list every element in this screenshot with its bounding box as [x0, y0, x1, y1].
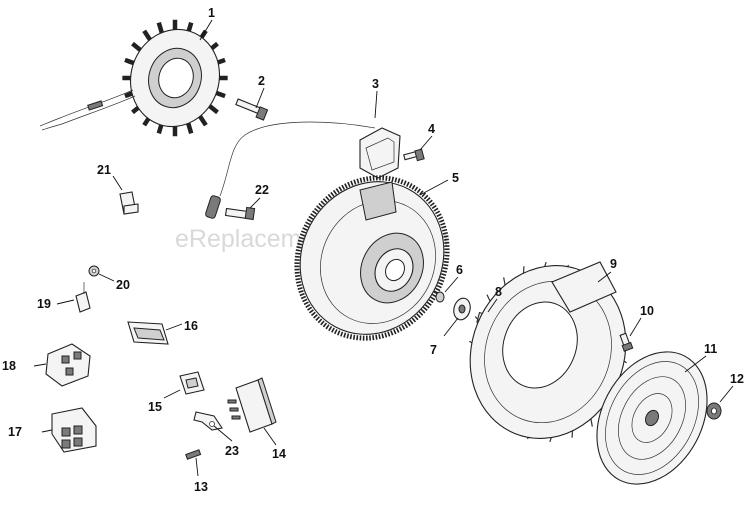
insulator-part[interactable]	[127, 321, 169, 345]
callout-6: 6	[456, 263, 463, 277]
screw-10-part[interactable]	[619, 332, 634, 352]
callout-12: 12	[730, 372, 744, 386]
callout-4: 4	[428, 122, 435, 136]
spark-plug-part[interactable]	[224, 206, 256, 221]
fan-part[interactable]	[445, 242, 652, 462]
callout-17: 17	[8, 425, 22, 439]
callout-14: 14	[272, 447, 286, 461]
nut-12-part[interactable]	[706, 402, 722, 420]
callout-20: 20	[116, 278, 130, 292]
clip-21-part[interactable]	[119, 191, 139, 215]
callout-7: 7	[430, 343, 437, 357]
callout-2: 2	[258, 74, 265, 88]
connector-18-part[interactable]	[45, 343, 91, 387]
flywheel-part[interactable]	[269, 151, 475, 364]
screen-part[interactable]	[575, 333, 729, 504]
stator-part[interactable]	[39, 18, 232, 138]
connector-15-part[interactable]	[179, 371, 205, 395]
callout-15: 15	[148, 400, 162, 414]
callout-18: 18	[2, 359, 16, 373]
leader-lines	[33, 19, 734, 477]
bracket-23-part[interactable]	[193, 411, 223, 431]
bolt-4-part[interactable]	[403, 148, 425, 162]
callout-23: 23	[225, 444, 239, 458]
callout-22: 22	[255, 183, 269, 197]
callout-5: 5	[452, 171, 459, 185]
regulator-part[interactable]	[227, 377, 277, 433]
callout-21: 21	[97, 163, 111, 177]
callout-11: 11	[704, 342, 717, 356]
callout-9: 9	[610, 257, 617, 271]
screw-13-part[interactable]	[185, 449, 202, 460]
callout-1: 1	[208, 6, 215, 20]
key-part[interactable]	[435, 291, 445, 303]
callout-labels: 1 2 3 4 5 6 7 8 9 10 11 12 13 14 15 16 1…	[2, 6, 744, 494]
nut-20-part[interactable]	[88, 265, 100, 277]
callout-3: 3	[372, 77, 379, 91]
callout-10: 10	[640, 304, 654, 318]
bolt-2-part[interactable]	[235, 98, 269, 121]
bracket-19-part[interactable]	[75, 282, 91, 313]
callout-13: 13	[194, 480, 208, 494]
washer-part[interactable]	[451, 296, 472, 321]
callout-8: 8	[495, 285, 502, 299]
connector-block-17-part[interactable]	[51, 407, 97, 453]
callout-19: 19	[37, 297, 51, 311]
callout-16: 16	[184, 319, 198, 333]
ignition-module-part[interactable]	[205, 121, 401, 219]
